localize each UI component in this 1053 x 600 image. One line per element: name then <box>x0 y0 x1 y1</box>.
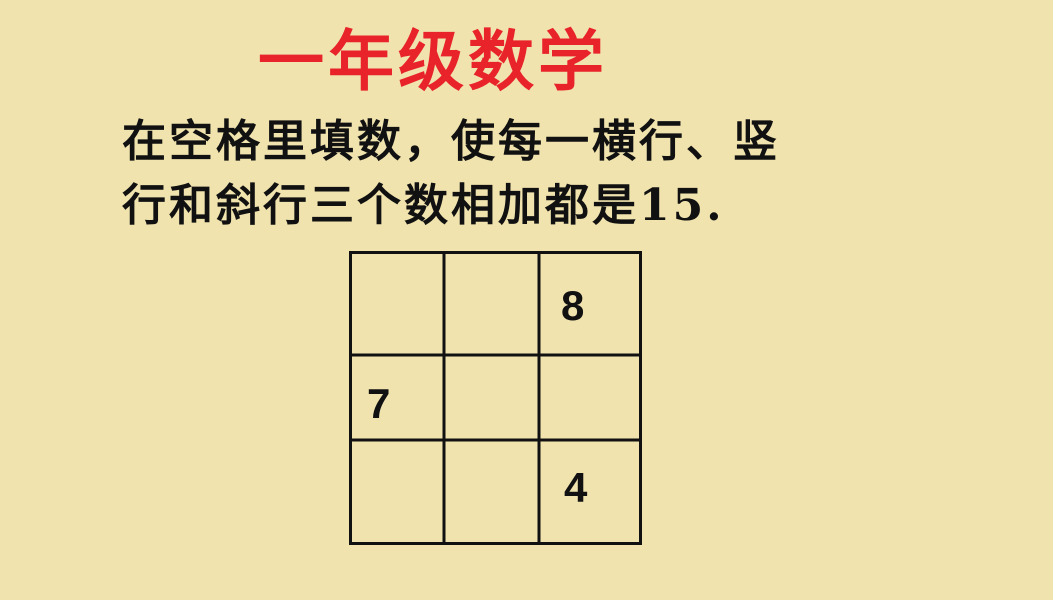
grid-cell-r1c3[interactable]: 8 <box>561 282 585 329</box>
grid-cell-r3c2[interactable] <box>446 442 538 542</box>
grid-cell-r1c1[interactable] <box>351 253 443 354</box>
magic-square-grid: 8 7 4 <box>349 251 642 545</box>
instruction-text: 在空格里填数，使每一横行、竖 行和斜行三个数相加都是15. <box>122 110 780 238</box>
grid-cell-r3c3[interactable]: 4 <box>564 464 588 511</box>
grid-cell-r1c2[interactable] <box>446 253 538 354</box>
grid-lines <box>349 251 642 545</box>
instruction-line-2: 行和斜行三个数相加都是15. <box>122 180 725 231</box>
grid-cell-r2c1[interactable]: 7 <box>367 380 391 427</box>
page-title: 一年级数学 <box>258 23 608 100</box>
instruction-line-1: 在空格里填数，使每一横行、竖 <box>122 116 780 167</box>
grid-cell-r2c3[interactable] <box>541 357 639 439</box>
grid-cell-r2c2[interactable] <box>446 357 538 439</box>
grid-cell-r3c1[interactable] <box>351 442 443 542</box>
